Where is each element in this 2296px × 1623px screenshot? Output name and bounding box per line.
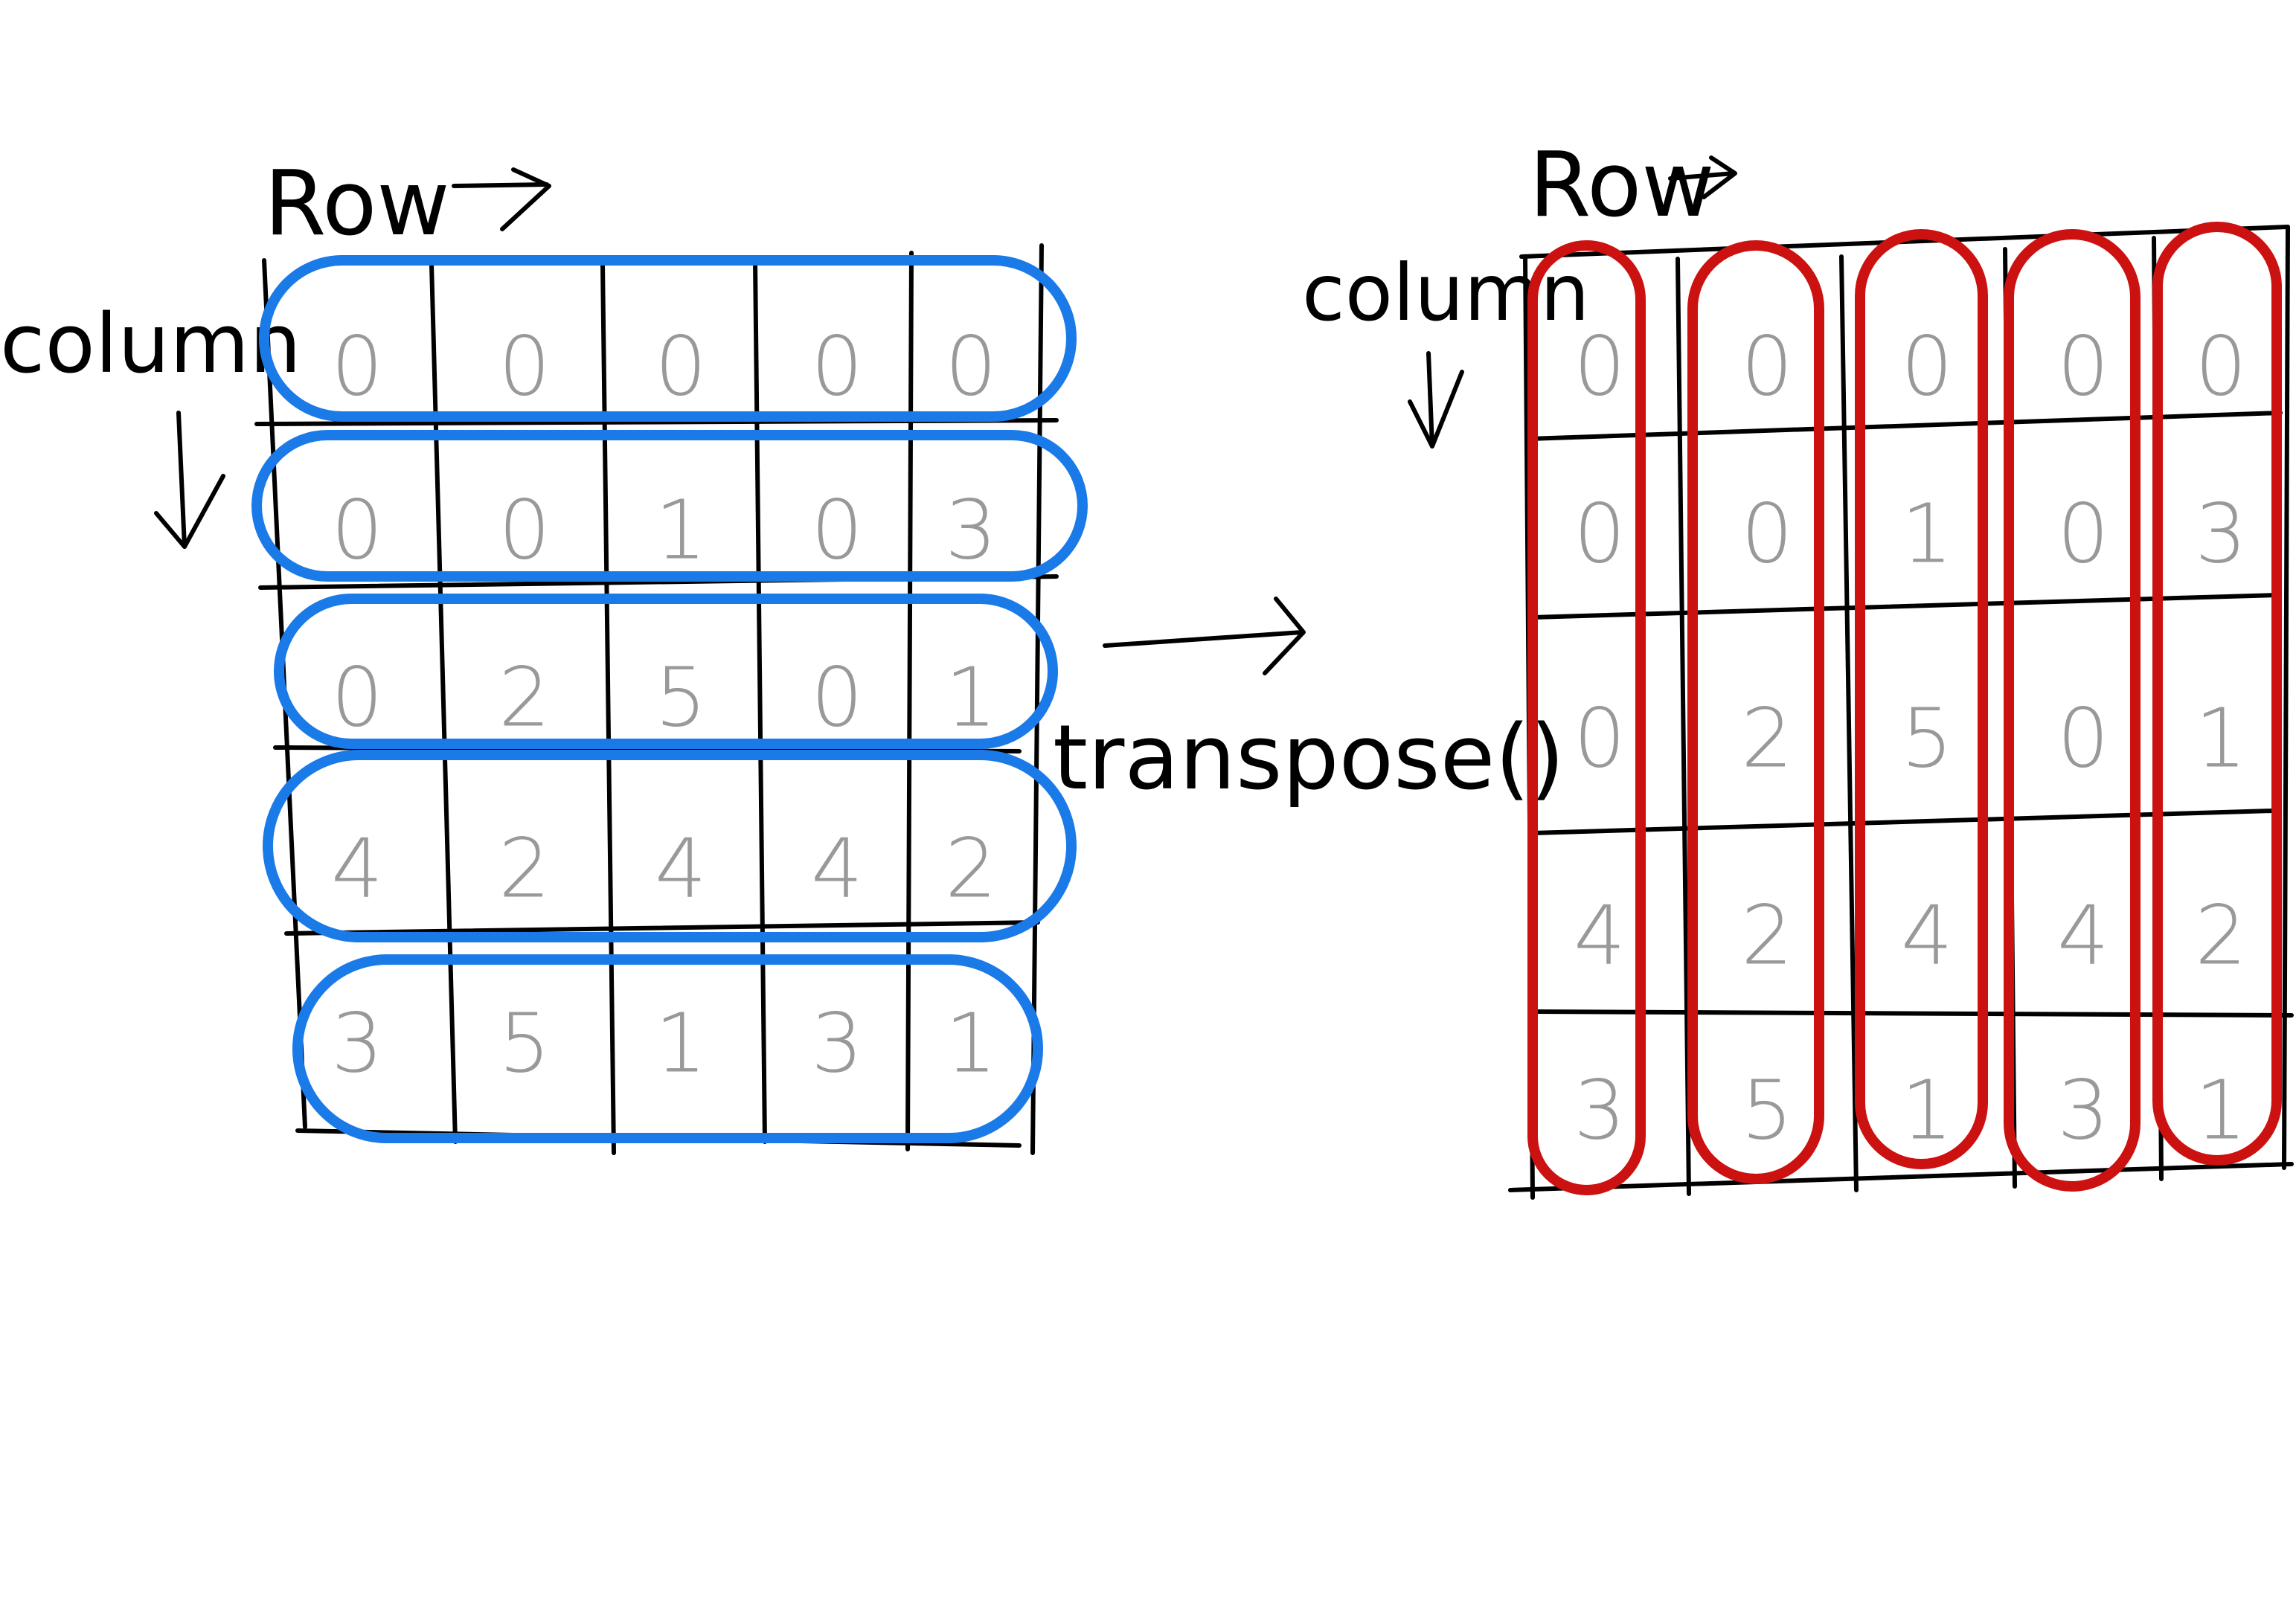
row-highlight-4 (292, 954, 1043, 1143)
column-highlight-4 (2152, 222, 2282, 1166)
left-row-label: Row (264, 152, 450, 256)
left-cell-4-2: 1 (655, 995, 707, 1090)
right-cell-4-1: 5 (1741, 1062, 1793, 1157)
right-cell-2-2: 5 (1901, 690, 1953, 785)
left-cell-1-3: 0 (811, 482, 863, 577)
right-cell-1-4: 3 (2195, 486, 2247, 581)
transpose-arrow-icon (1103, 597, 1306, 675)
left-cell-4-1: 5 (498, 995, 551, 1090)
transpose-label: transpose() (1053, 707, 1565, 810)
right-cell-1-3: 0 (2057, 486, 2109, 581)
left-cell-0-0: 0 (331, 318, 383, 414)
left-cell-2-1: 2 (498, 649, 551, 745)
right-cell-4-3: 3 (2057, 1062, 2109, 1157)
right-cell-0-2: 0 (1901, 318, 1953, 414)
left-cell-0-3: 0 (811, 318, 863, 414)
left-cell-1-2: 1 (655, 482, 707, 577)
row-highlight-2 (274, 594, 1058, 749)
right-cell-1-0: 0 (1574, 486, 1626, 581)
left-cell-3-4: 2 (945, 820, 997, 916)
left-cell-0-2: 0 (655, 318, 707, 414)
right-cell-3-4: 2 (2195, 887, 2247, 983)
left-cell-4-4: 1 (945, 995, 997, 1090)
left-cell-0-1: 0 (498, 318, 551, 414)
right-cell-3-2: 4 (1901, 887, 1953, 983)
transpose-transform: transpose() (1053, 597, 1565, 810)
column-highlight-2 (1855, 229, 1988, 1169)
right-cell-2-4: 1 (2195, 690, 2247, 785)
right-cell-4-4: 1 (2195, 1062, 2247, 1157)
right-column-highlights (1527, 222, 2282, 1195)
right-cell-1-1: 0 (1741, 486, 1793, 581)
right-column-arrow-icon (1408, 351, 1464, 449)
right-cell-0-3: 0 (2057, 318, 2109, 414)
left-cell-3-2: 4 (655, 820, 707, 916)
right-cell-4-0: 3 (1574, 1062, 1626, 1157)
left-cell-2-2: 5 (655, 649, 707, 745)
right-cell-0-1: 0 (1741, 318, 1793, 414)
column-highlight-0 (1527, 240, 1646, 1195)
left-column-arrow-icon (154, 411, 225, 549)
left-cell-1-4: 3 (945, 482, 997, 577)
left-cell-2-3: 0 (811, 649, 863, 745)
left-cell-0-4: 0 (945, 318, 997, 414)
left-cell-2-0: 0 (331, 649, 383, 745)
right-cell-2-3: 0 (2057, 690, 2109, 785)
row-highlight-3 (263, 750, 1077, 942)
right-cell-2-0: 0 (1574, 690, 1626, 785)
left-row-highlights (251, 255, 1088, 1143)
left-cell-4-0: 3 (331, 995, 383, 1090)
row-highlight-1 (251, 430, 1088, 582)
right-cell-3-0: 4 (1574, 887, 1626, 983)
right-cell-3-3: 4 (2057, 887, 2109, 983)
right-cell-4-2: 1 (1901, 1062, 1953, 1157)
right-cell-3-1: 2 (1741, 887, 1793, 983)
right-row-arrow-icon (1668, 155, 1737, 199)
left-cell-1-1: 0 (498, 482, 551, 577)
column-highlight-3 (2004, 229, 2141, 1192)
right-cell-1-2: 1 (1901, 486, 1953, 581)
left-column-label: column (0, 296, 301, 391)
right-cell-0-0: 0 (1574, 318, 1626, 414)
left-row-arrow-icon (452, 167, 551, 231)
left-cell-1-0: 0 (331, 482, 383, 577)
left-cell-3-1: 2 (498, 820, 551, 916)
left-cell-3-3: 4 (811, 820, 863, 916)
row-highlight-0 (259, 255, 1077, 422)
right-cell-2-1: 2 (1741, 690, 1793, 785)
left-cell-2-4: 1 (945, 649, 997, 745)
left-cell-3-0: 4 (331, 820, 383, 916)
right-row-label: Row (1529, 134, 1715, 237)
right-cell-0-4: 0 (2195, 318, 2247, 414)
column-highlight-1 (1687, 240, 1824, 1184)
left-cell-4-3: 3 (811, 995, 863, 1090)
